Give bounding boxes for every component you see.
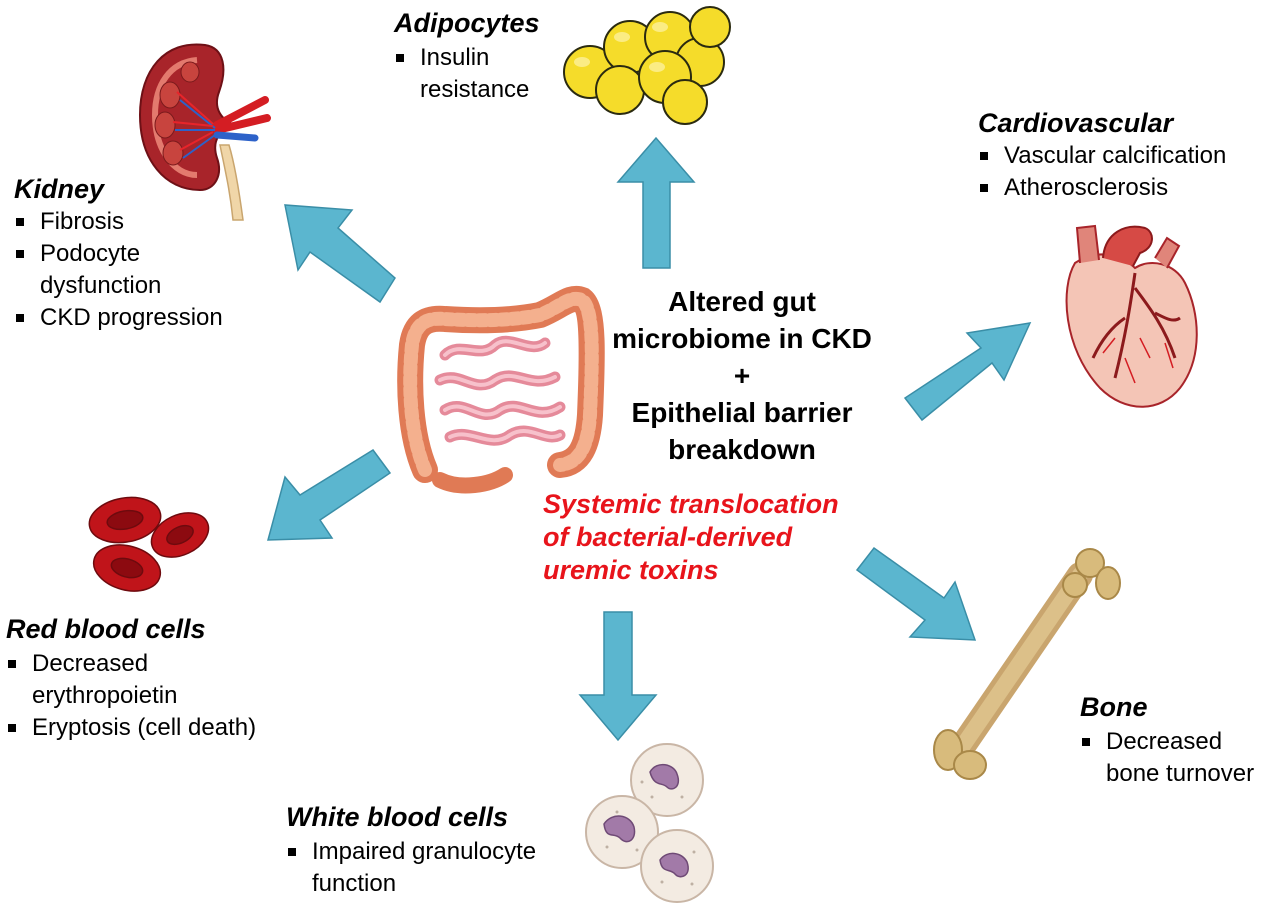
kidney-item: CKD progression [14, 302, 223, 334]
bone-item: Decreased [1080, 726, 1254, 758]
red-blood-cells-title: Red blood cells [6, 614, 206, 644]
arrow-to-white-blood-cells [578, 611, 658, 742]
bone-title: Bone [1080, 692, 1148, 722]
red-blood-cells-icon [88, 496, 210, 592]
adipocytes-item: Insulin [394, 42, 540, 74]
bone-icon [933, 548, 1121, 780]
kidney-block: Kidney Fibrosis Podocyte dysfunction CKD… [14, 174, 223, 334]
cardiovascular-title: Cardiovascular [978, 108, 1174, 138]
arrow-to-cardiovascular [903, 322, 1032, 422]
center-line-2: microbiome in CKD [612, 323, 872, 354]
center-label: Altered gut microbiome in CKD + Epitheli… [552, 283, 932, 468]
heart-icon [1065, 224, 1198, 408]
bone-block: Bone Decreased bone turnover [1080, 692, 1254, 790]
white-blood-cells-item-cont: function [312, 870, 397, 897]
red-blood-cells-block: Red blood cells Decreased erythropoietin… [6, 614, 256, 744]
red-blood-cells-item: Eryptosis (cell death) [6, 712, 256, 744]
adipocytes-block: Adipocytes Insulin resistance [394, 8, 540, 106]
red-blood-cells-item: Decreased [6, 648, 256, 680]
white-blood-cells-item: Impaired granulocyte [286, 836, 536, 868]
kidney-item: Podocyte [14, 238, 223, 270]
arrow-to-red-blood-cells [267, 448, 392, 541]
center-line-4: Epithelial barrier [631, 397, 853, 428]
white-blood-cells-icon [585, 743, 714, 903]
translocation-line-3: uremic toxins [543, 555, 719, 585]
arrow-to-bone [855, 546, 977, 641]
kidney-item: Fibrosis [14, 206, 223, 238]
adipocytes-item-cont: resistance [420, 76, 530, 103]
white-blood-cells-block: White blood cells Impaired granulocyte f… [286, 802, 536, 900]
adipocytes-title: Adipocytes [394, 8, 540, 38]
translocation-label: Systemic translocation of bacterial-deri… [543, 488, 839, 587]
cardiovascular-block: Cardiovascular Vascular calcification At… [978, 108, 1226, 204]
kidney-title: Kidney [14, 174, 105, 204]
arrow-to-kidney [284, 204, 396, 304]
arrow-to-adipocytes [616, 136, 696, 269]
kidney-icon [138, 43, 271, 221]
cardiovascular-item: Vascular calcification [978, 140, 1226, 172]
center-line-3: + [733, 360, 751, 391]
center-line-1: Altered gut [668, 286, 816, 317]
kidney-item-cont: dysfunction [40, 272, 162, 299]
adipocytes-icon [563, 6, 731, 125]
red-blood-cells-item-cont: erythropoietin [32, 682, 178, 709]
translocation-line-1: Systemic translocation [543, 489, 839, 519]
white-blood-cells-title: White blood cells [286, 802, 509, 832]
center-line-5: breakdown [668, 434, 816, 465]
cardiovascular-item: Atherosclerosis [978, 172, 1226, 204]
intestine-icon [397, 285, 605, 494]
translocation-line-2: of bacterial-derived [543, 522, 793, 552]
bone-item-cont: bone turnover [1106, 760, 1255, 787]
